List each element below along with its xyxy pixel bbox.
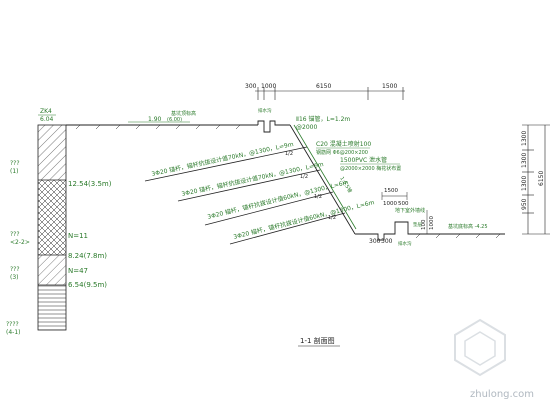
top-anchor-note: Ⅱ16 锚管，L=1.2m	[296, 115, 350, 123]
depth-label: N=47	[68, 267, 88, 275]
depth-label: 8.24(7.8m)	[68, 252, 107, 260]
borehole-elevation: 6.04	[40, 116, 54, 123]
ground-hatch	[75, 124, 501, 239]
dim-label: 1500	[382, 83, 397, 90]
depth-labels: 12.54(3.5m) N=11 8.24(7.8m) N=47 6.54(9.…	[68, 180, 112, 289]
facing-note: 钢筋网 Φ6@200×200	[316, 149, 368, 156]
anchor-rod	[144, 146, 308, 182]
dim-label: 1300	[521, 176, 528, 191]
dim-label: 1000	[429, 216, 435, 230]
depth-label: 6.54(9.5m)	[68, 281, 107, 289]
dim-label: 950	[521, 198, 528, 210]
anchor-lines	[144, 146, 346, 245]
layer-mark: ???	[10, 160, 20, 167]
watermark-text: zhulong.com	[470, 389, 534, 400]
watermark-logo	[454, 318, 506, 377]
right-dimension-line	[522, 124, 550, 235]
depth-label: N=11	[68, 232, 88, 240]
facing-note: 1500PVC 泄水管	[340, 156, 387, 164]
anchor-rod	[177, 169, 321, 202]
right-annotation: 地下室外墙线	[395, 207, 425, 214]
dim-label: 1300	[521, 153, 528, 168]
layer-mark: ????	[6, 321, 19, 328]
right-dimensions: 1300 1300 1300 950 6150	[521, 131, 545, 210]
top-dimension-line	[255, 87, 405, 100]
dim-label: 100	[421, 219, 427, 230]
dim-label: 1500	[384, 188, 398, 194]
layer-mark: (4-1)	[6, 329, 20, 336]
facing-note: C20 混凝土喷射100	[316, 140, 371, 148]
shotcrete-facing	[293, 124, 357, 230]
layer-mark: ???	[10, 266, 20, 273]
dim-label: 1000	[383, 201, 397, 207]
top-dimensions: 300 1000 6150 1500	[245, 83, 397, 90]
dim-label: 1000	[261, 83, 276, 90]
depth-label: 12.54(3.5m)	[68, 180, 112, 188]
dim-label: 300	[381, 238, 393, 245]
bottom-drain-label: 排水沟	[398, 240, 412, 247]
anchor-rod	[204, 191, 334, 226]
dim-label: 6150	[538, 171, 545, 186]
dim-label: 300	[245, 83, 257, 90]
ground-surface	[66, 120, 505, 241]
top-anchor-spacing: @2000	[296, 124, 317, 131]
anchor-rod	[229, 212, 346, 245]
dim-label: 500	[398, 201, 409, 207]
borehole-column	[37, 124, 67, 331]
layer-mark: (1)	[10, 168, 19, 175]
ground-elevation: 1.90	[148, 116, 162, 123]
facing-note: @2000×2000 梅花状布置	[340, 165, 401, 172]
anchor-tick: 1/2	[285, 151, 293, 157]
dim-label: 1300	[521, 131, 528, 146]
pit-dimension-lines	[381, 192, 428, 234]
layer-mark: ???	[10, 231, 20, 238]
layer-marks: ??? (1) ??? <2-2> ??? (3) ???? (4-1)	[6, 160, 30, 336]
section-title: 1-1 剖面图	[300, 336, 335, 345]
dim-label: 6150	[316, 83, 331, 90]
bottom-dimensions: 300 300	[369, 238, 393, 245]
right-annotation: 垫层	[413, 221, 422, 228]
right-annotation: 基坑底标高 -4.25	[448, 223, 488, 230]
anchor-tick: 1/2	[328, 215, 336, 221]
anchor-tick: 1/2	[314, 194, 322, 200]
layer-mark: <2-2>	[10, 239, 30, 246]
ground-elevation-note: 基坑顶标高	[171, 110, 196, 117]
top-drain-label: 排水沟	[258, 107, 272, 114]
anchor-tick: 1/2	[300, 174, 308, 180]
borehole-id: ZK4	[40, 108, 52, 115]
ground-elevation-sub: (6.00)	[167, 117, 182, 123]
anchor-ticks: 1/2 1/2 1/2 1/2	[285, 151, 336, 221]
dim-label: 300	[369, 238, 381, 245]
layer-mark: (3)	[10, 274, 19, 281]
pit-dimensions: 1500 1000 500 100 1000	[383, 188, 435, 230]
